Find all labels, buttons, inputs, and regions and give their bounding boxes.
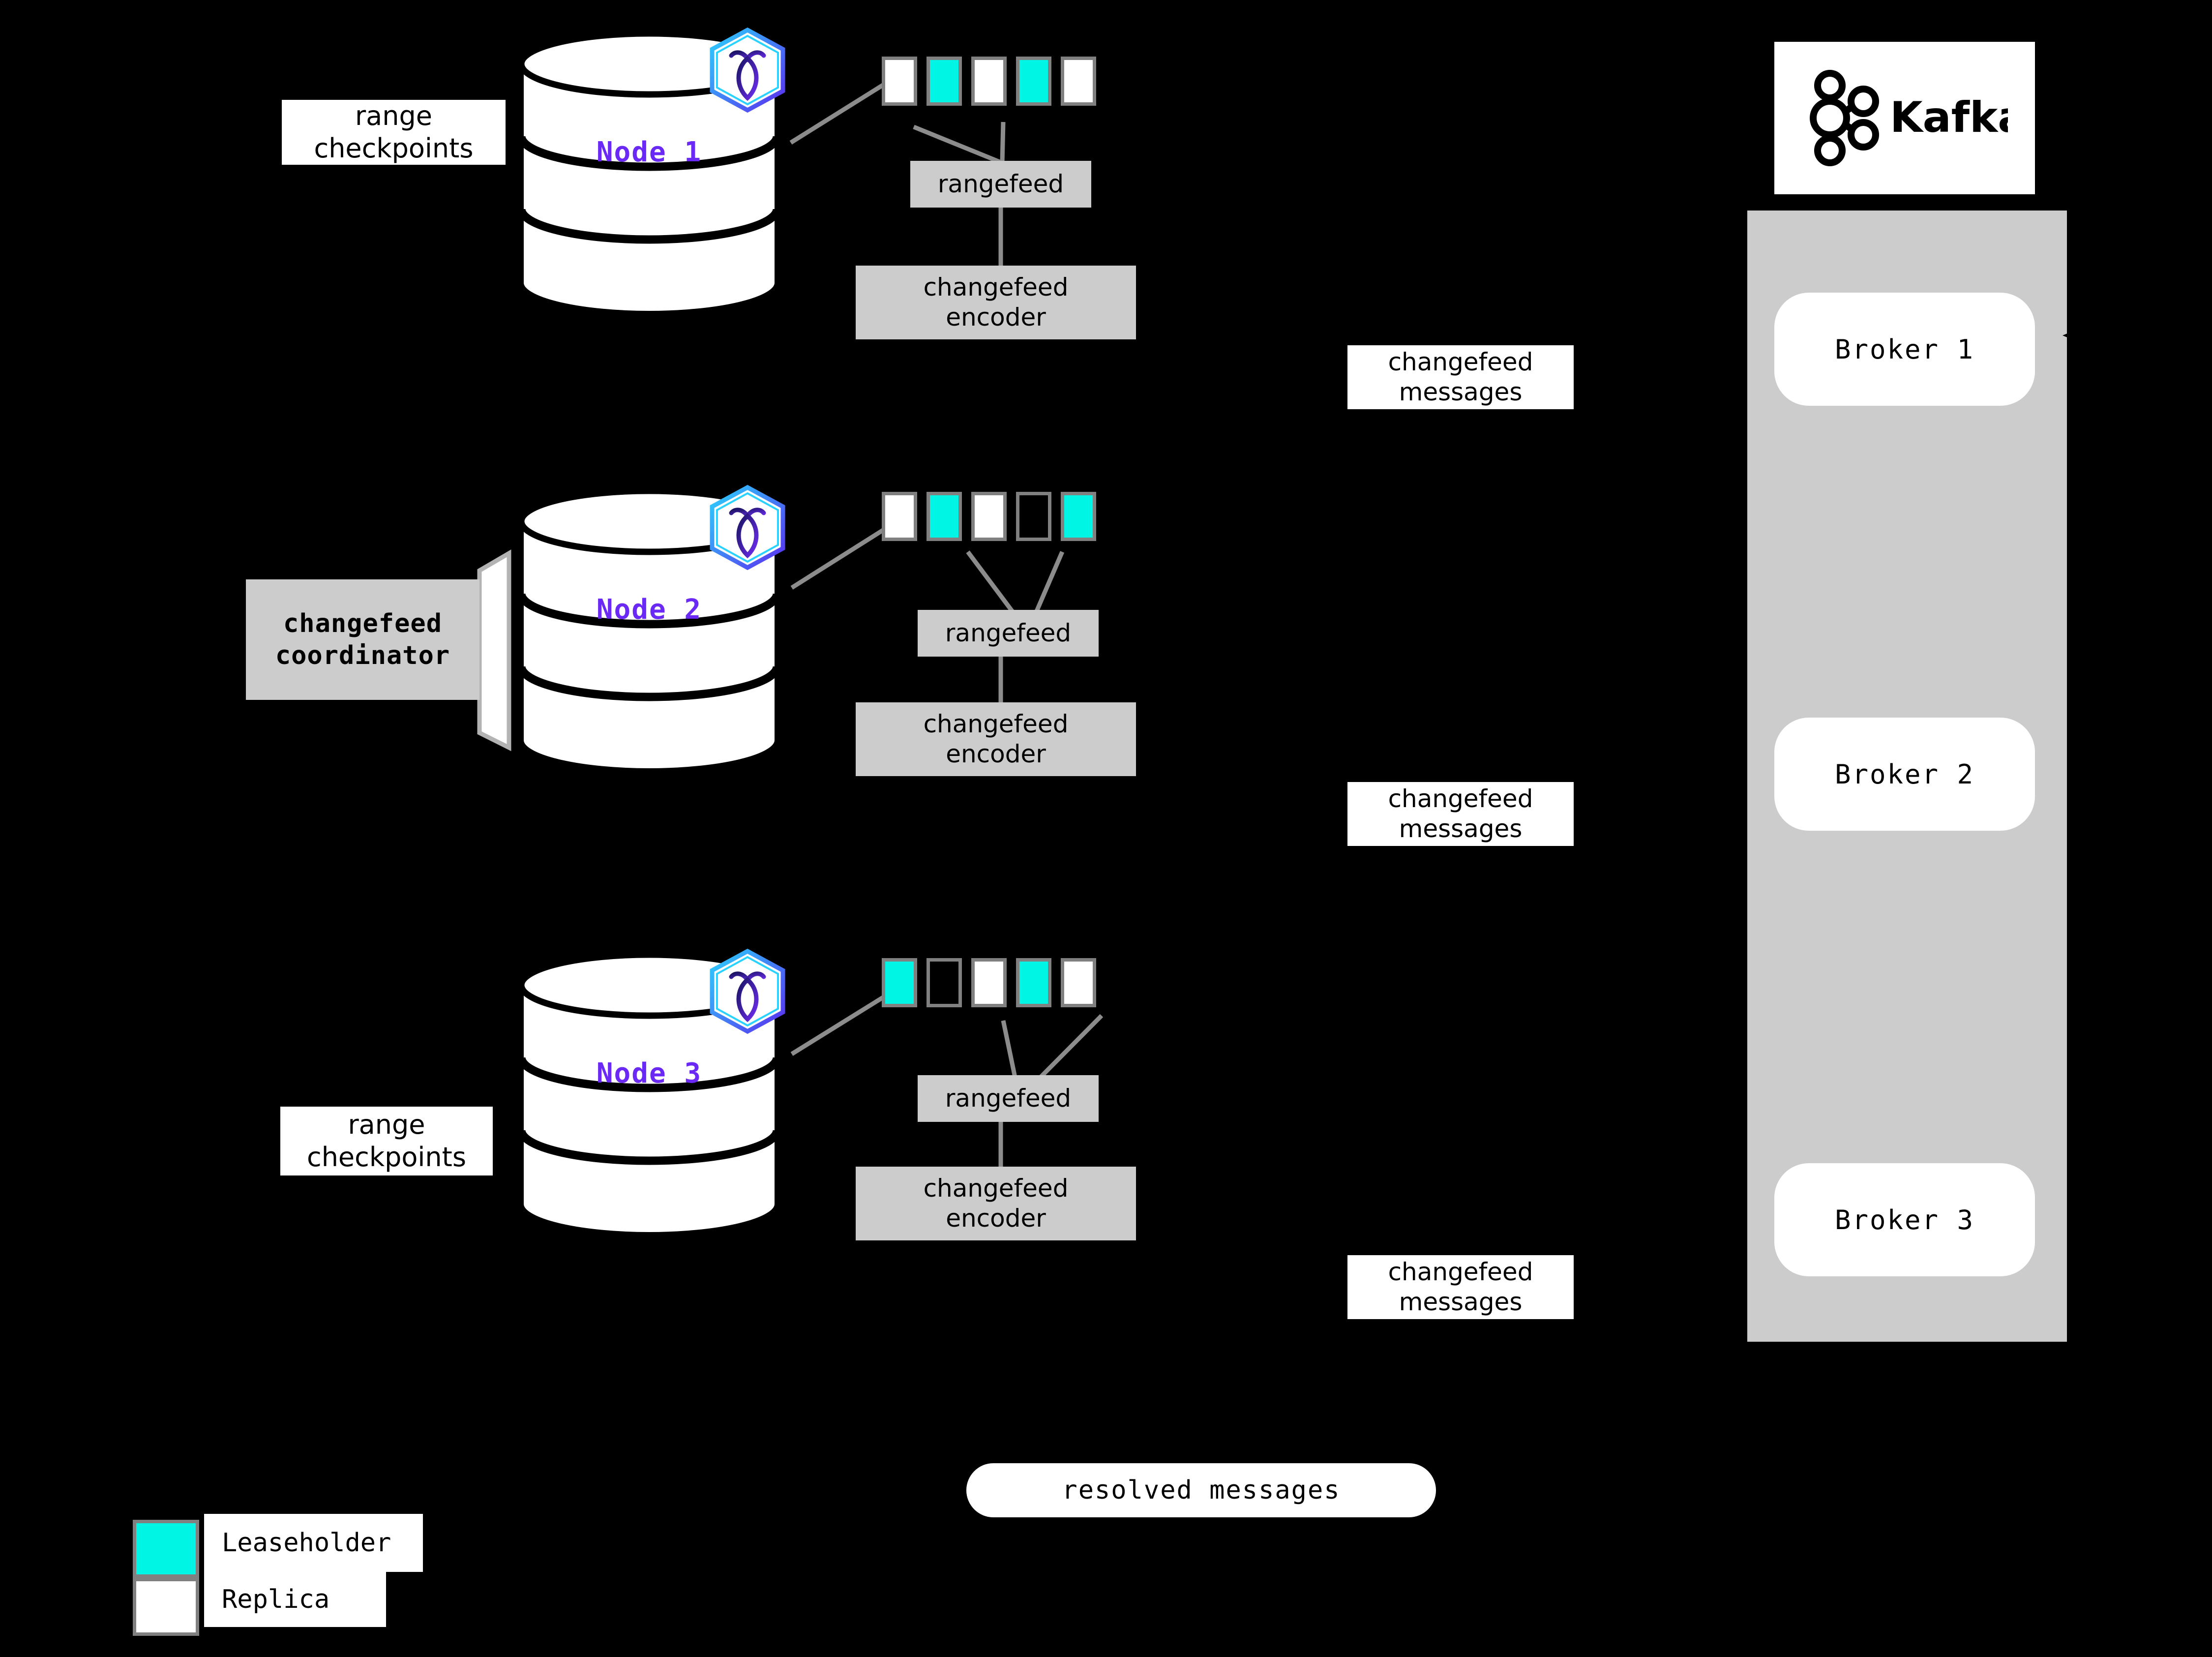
kafka-nodes-icon: Kafka (1810, 70, 2008, 166)
legend-leaseholder-label: Leaseholder (204, 1514, 423, 1572)
range-box-empty[interactable] (927, 958, 962, 1007)
range-box-replica[interactable] (1061, 57, 1096, 106)
node-3-range-row (882, 958, 1096, 1007)
node-2-rangefeed-box[interactable]: rangefeed (918, 610, 1099, 657)
changefeed-messages-label-3: changefeed messages (1347, 1255, 1574, 1319)
range-box-leaseholder[interactable] (1061, 492, 1096, 541)
node-2-range-row (882, 492, 1096, 541)
range-box-leaseholder[interactable] (1016, 958, 1051, 1007)
range-box-leaseholder[interactable] (882, 958, 917, 1007)
legend-replica-swatch (133, 1578, 199, 1636)
range-box-replica[interactable] (971, 492, 1007, 541)
cockroachdb-hex-icon (708, 27, 787, 115)
node-3-encoder-box[interactable]: changefeed encoder (856, 1167, 1136, 1240)
node-3-label: Node 3 (596, 1057, 702, 1089)
range-box-replica[interactable] (882, 492, 917, 541)
broker-3-box[interactable]: Broker 3 (1774, 1163, 2035, 1276)
cockroachdb-hex-icon (708, 484, 787, 572)
range-checkpoints-top-label: range checkpoints (282, 100, 506, 165)
broker-2-box[interactable]: Broker 2 (1774, 718, 2035, 831)
legend-leaseholder-swatch (133, 1520, 199, 1578)
node-3-rangefeed-box[interactable]: rangefeed (918, 1075, 1099, 1122)
changefeed-messages-label-2: changefeed messages (1347, 782, 1574, 846)
range-box-replica[interactable] (882, 57, 917, 106)
range-box-empty[interactable] (1016, 492, 1051, 541)
node-2-label: Node 2 (596, 594, 702, 626)
range-box-replica[interactable] (971, 57, 1007, 106)
changefeed-coordinator-box[interactable]: changefeed coordinator (246, 579, 479, 700)
legend-replica-label: Replica (204, 1572, 386, 1627)
kafka-inbound-arrow-icon (2063, 329, 2079, 342)
node-1-label: Node 1 (596, 136, 702, 168)
kafka-logo-box: Kafka (1774, 42, 2035, 194)
node-1-encoder-box[interactable]: changefeed encoder (856, 266, 1136, 339)
broker-1-box[interactable]: Broker 1 (1774, 293, 2035, 406)
changefeed-messages-label-1: changefeed messages (1347, 345, 1574, 409)
range-box-leaseholder[interactable] (1016, 57, 1051, 106)
resolved-messages-pill[interactable]: resolved messages (966, 1463, 1436, 1517)
legend: Leaseholder Replica (118, 1514, 423, 1636)
range-checkpoints-bottom-label: range checkpoints (280, 1107, 493, 1175)
cockroachdb-hex-icon (708, 948, 787, 1036)
kafka-logo-text: Kafka (1890, 93, 2008, 142)
node-1-rangefeed-box[interactable]: rangefeed (910, 161, 1091, 208)
node-1-range-row (882, 57, 1096, 106)
range-box-replica[interactable] (971, 958, 1007, 1007)
range-box-leaseholder[interactable] (927, 492, 962, 541)
range-box-leaseholder[interactable] (927, 57, 962, 106)
range-box-replica[interactable] (1061, 958, 1096, 1007)
node-2-encoder-box[interactable]: changefeed encoder (856, 702, 1136, 776)
